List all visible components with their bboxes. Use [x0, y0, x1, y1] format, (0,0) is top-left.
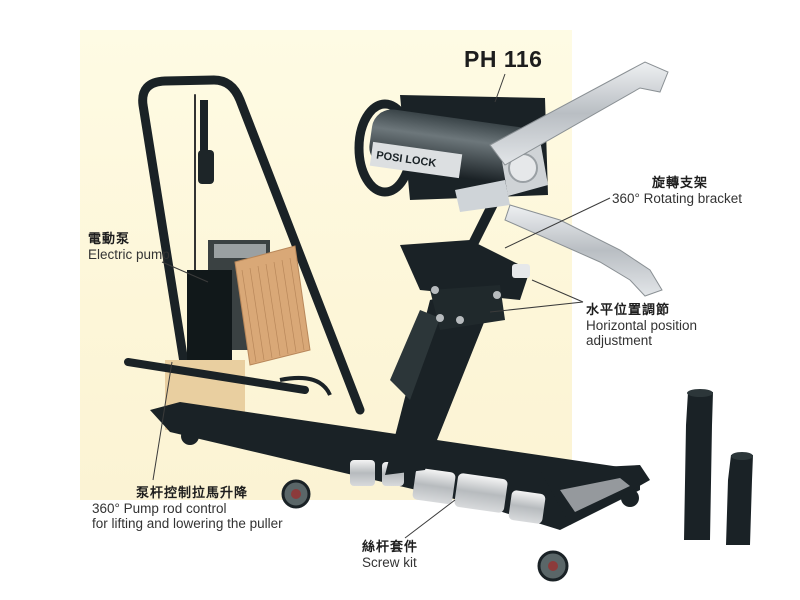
casters [181, 427, 639, 582]
screw-kit [350, 460, 546, 524]
pump-rod [124, 358, 309, 394]
label-electric-pump: 電動泵 Electric pump [88, 231, 170, 262]
label-pump-rod-control: 泵杆控制拉馬升降 360° Pump rod control for lifti… [92, 485, 283, 532]
horizontal-adjust-bracket [400, 240, 530, 330]
label-rotating-bracket: 旋轉支架 360° Rotating bracket [612, 175, 742, 206]
rotating-head: POSI LOCK [354, 95, 548, 253]
leader-lines [152, 73, 611, 539]
label-horizontal-adjustment: 水平位置調節 Horizontal position adjustment [586, 302, 698, 349]
label-screw-kit: 絲杆套件 Screw kit [362, 539, 419, 570]
extension-rods [684, 389, 753, 545]
puller-jaws [489, 61, 669, 297]
electric-pump [165, 240, 311, 430]
lifting-column [385, 290, 485, 475]
remote-pendant [198, 100, 214, 184]
model-title: PH 116 [464, 46, 543, 72]
